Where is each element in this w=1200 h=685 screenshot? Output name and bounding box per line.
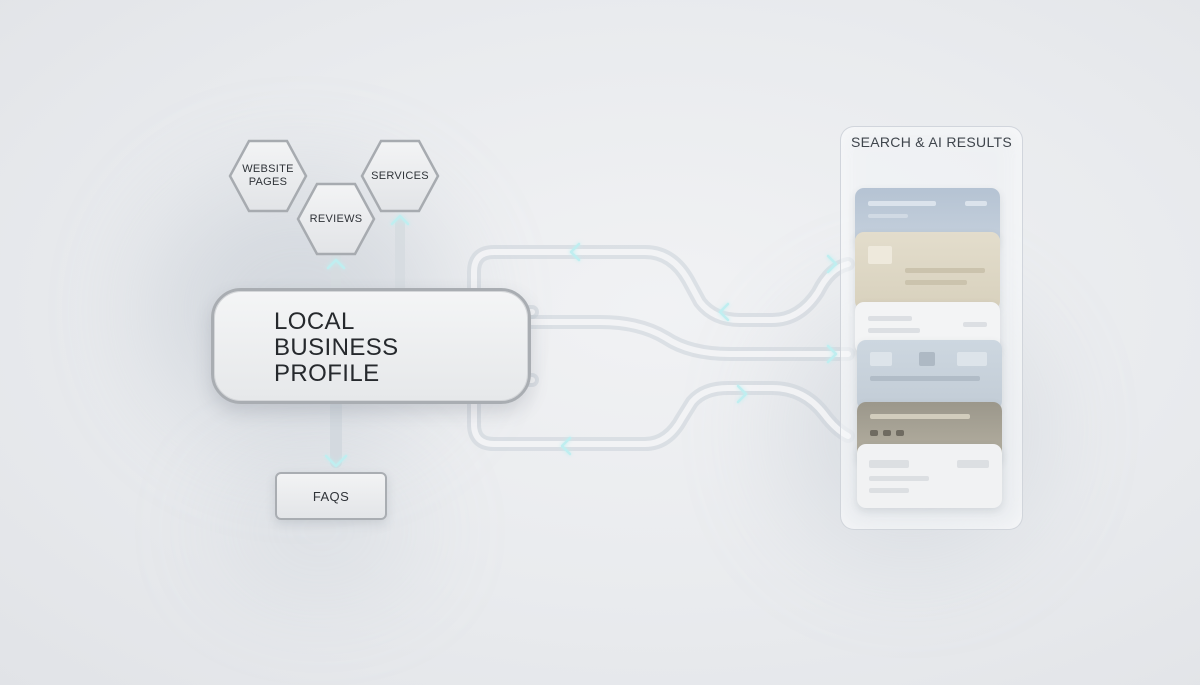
result-card-2-thumb <box>868 246 892 264</box>
result-card-1-bar <box>868 201 936 206</box>
result-card-2-line-1 <box>905 268 985 273</box>
arrow-right-middle <box>826 344 838 364</box>
flow-arrows <box>324 214 838 468</box>
result-card-5-dot-1 <box>870 430 878 436</box>
hexagon-label-services: SERVICES <box>371 169 429 182</box>
result-card-4-line <box>870 376 980 381</box>
hexagon-reviews <box>296 182 376 256</box>
search-ai-results-title: SEARCH & AI RESULTS <box>850 134 1013 150</box>
arrow-left-bottom <box>560 436 572 456</box>
arrow-up-services <box>390 214 410 226</box>
result-card-3-badge <box>963 322 987 327</box>
result-card-5-dot-2 <box>883 430 891 436</box>
result-card-4-block-1 <box>870 352 892 366</box>
arrow-up-reviews <box>326 258 346 270</box>
result-card-2 <box>855 232 1000 310</box>
result-card-6-line-4 <box>869 488 909 493</box>
result-card-3-line-2 <box>868 328 920 333</box>
result-card-6-line-2 <box>957 460 989 468</box>
arrow-down-faqs <box>324 454 348 468</box>
arrow-left-top-lower <box>718 302 730 322</box>
result-card-1-badge <box>965 201 987 206</box>
local-business-profile-label: LOCAL BUSINESS PROFILE <box>274 308 399 387</box>
result-card-5-dot-3 <box>896 430 904 436</box>
result-card-2-line-2 <box>905 280 967 285</box>
result-card-4-block-2 <box>919 352 935 366</box>
arrow-right-top <box>826 254 838 274</box>
pipe-bottom <box>467 373 855 451</box>
result-card-4-block-3 <box>957 352 987 366</box>
hexagon-label-website-pages: WEBSITE PAGES <box>242 163 294 188</box>
result-card-6-line-3 <box>869 476 929 481</box>
arrow-left-top <box>569 242 581 262</box>
local-business-profile-node <box>211 288 531 404</box>
result-card-3-line-1 <box>868 316 912 321</box>
result-card-4 <box>857 340 1002 410</box>
hexagon-label-reviews: REVIEWS <box>309 212 363 225</box>
faqs-label: FAQS <box>312 488 350 504</box>
arrow-right-bottom <box>736 384 748 404</box>
pipe-middle <box>525 315 855 361</box>
hexagon-website-pages <box>228 139 308 213</box>
hexagon-services <box>360 139 440 213</box>
result-card-1-line <box>868 214 908 218</box>
faqs-node: FAQS <box>275 472 387 520</box>
result-card-6 <box>857 444 1002 508</box>
result-card-6-line-1 <box>869 460 909 468</box>
result-card-5-line <box>870 414 970 419</box>
